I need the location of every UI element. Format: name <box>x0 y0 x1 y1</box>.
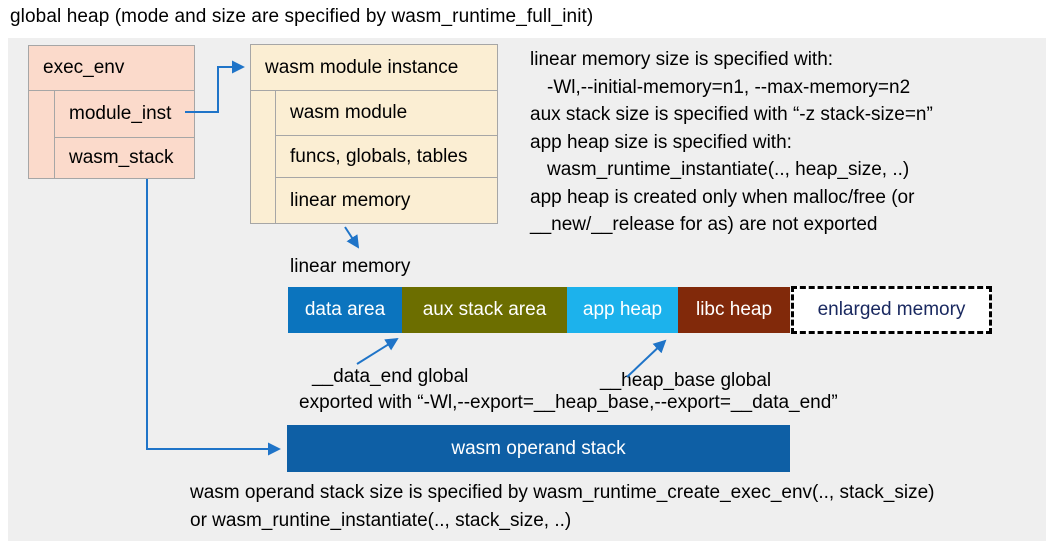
annotation-heap-base: __heap_base global <box>600 370 772 391</box>
note-line: app heap size is specified with: <box>530 131 792 153</box>
note-line: linear memory size is specified with: <box>530 49 834 70</box>
exec-env-row-module-inst: module_inst <box>54 90 195 138</box>
annotation-exported: exported with “-Wl,--export=__heap_base,… <box>299 392 838 413</box>
footer-line: or wasm_runtine_instantiate(.., stack_si… <box>190 509 572 531</box>
module-instance-row-linear-memory: linear memory <box>275 177 498 224</box>
segment-aux-stack-area: aux stack area <box>402 287 567 333</box>
module-instance-header: wasm module instance <box>251 45 497 91</box>
module-instance-row-wasm-module: wasm module <box>275 90 498 136</box>
right-notes: linear memory size is specified with: -W… <box>530 46 933 239</box>
module-instance-row-funcs-globals-tables: funcs, globals, tables <box>275 135 498 178</box>
segment-libc-heap: libc heap <box>678 287 790 333</box>
diagram-title: global heap (mode and size are specified… <box>10 6 594 27</box>
footer-line: wasm operand stack size is specified by … <box>190 482 935 503</box>
exec-env-header: exec_env <box>29 46 194 91</box>
enlarged-memory-box: enlarged memory <box>791 286 992 334</box>
note-line: aux stack size is specified with “-z sta… <box>530 104 933 125</box>
linear-memory-label: linear memory <box>290 256 411 277</box>
note-line: __new/__release for as) are not exported <box>530 214 878 235</box>
note-line: wasm_runtime_instantiate(.., heap_size, … <box>547 159 910 180</box>
segment-data-area: data area <box>288 287 402 333</box>
annotation-data-end: __data_end global <box>312 366 469 387</box>
footer-note: wasm operand stack size is specified by … <box>190 479 935 534</box>
note-line: app heap is created only when malloc/fre… <box>530 186 915 208</box>
module-instance-box: wasm module instance wasm module funcs, … <box>250 44 498 224</box>
operand-stack-bar: wasm operand stack <box>287 425 790 472</box>
exec-env-box: exec_env module_inst wasm_stack <box>28 45 195 179</box>
segment-app-heap: app heap <box>567 287 678 333</box>
note-line: -Wl,--initial-memory=n1, --max-memory=n2 <box>547 76 911 98</box>
exec-env-row-wasm-stack: wasm_stack <box>54 137 195 179</box>
